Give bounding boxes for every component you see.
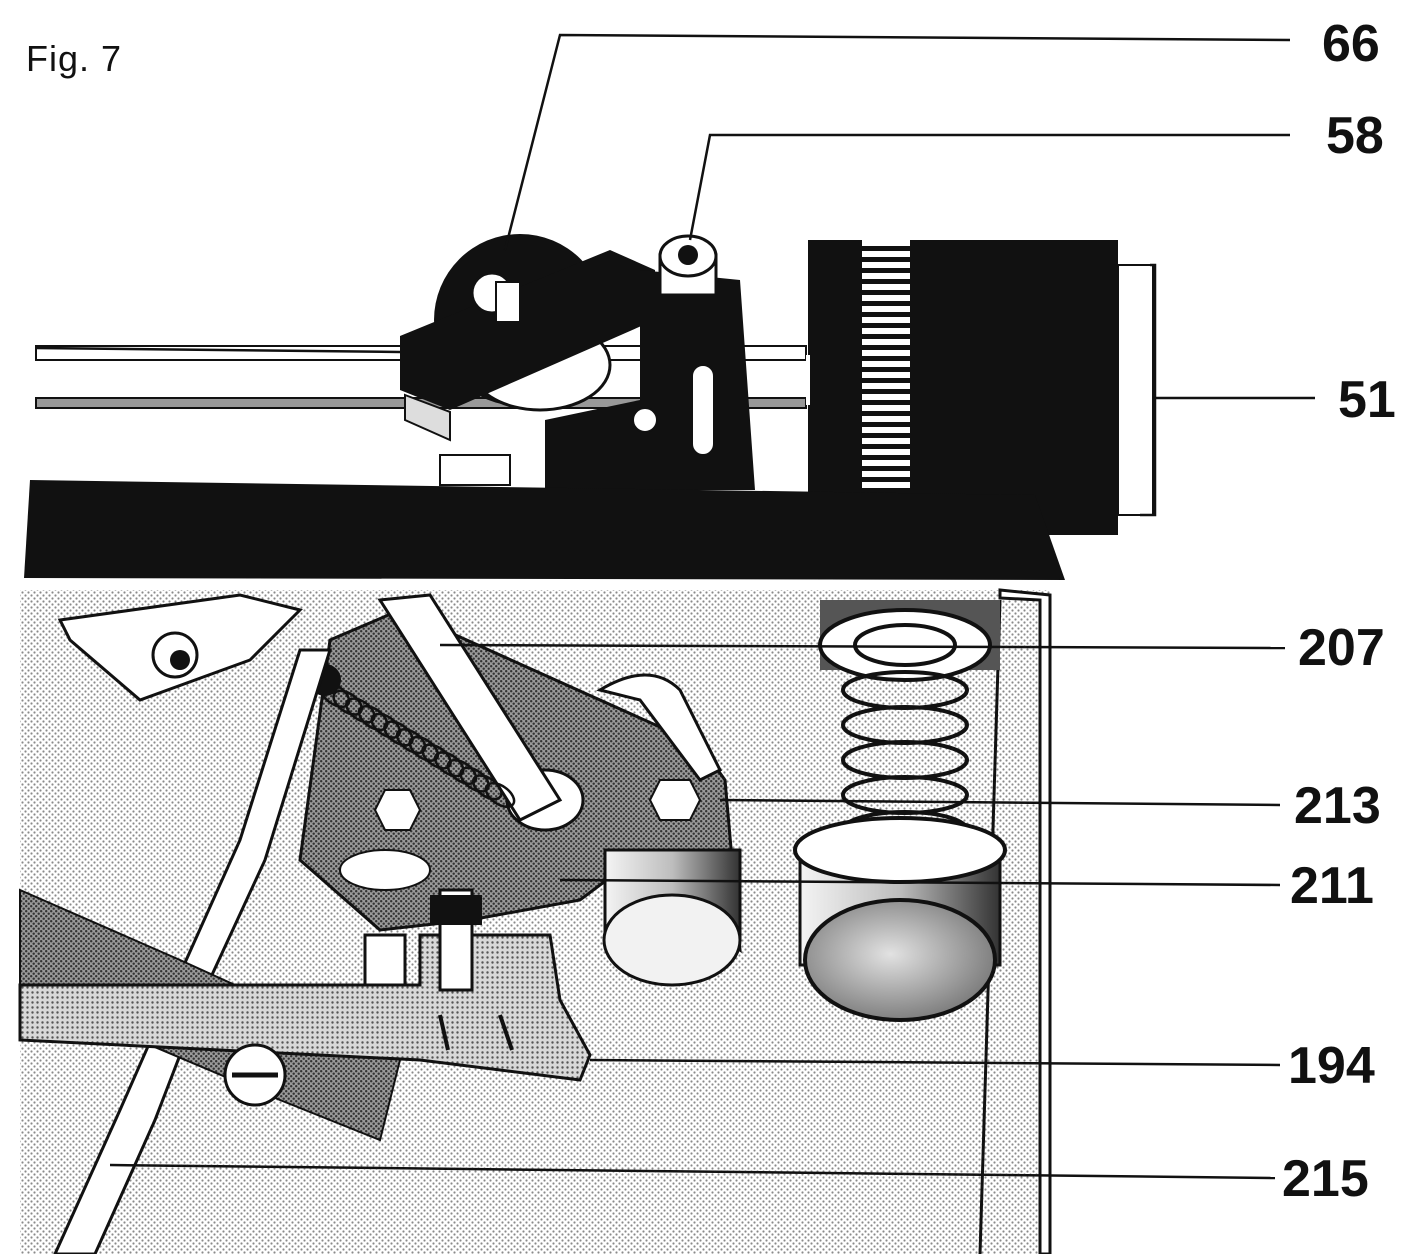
spring-coil bbox=[433, 751, 465, 778]
arm-slot bbox=[691, 364, 715, 456]
spring-coil bbox=[383, 720, 414, 747]
clamp-nut bbox=[439, 454, 511, 486]
knurl-stripe bbox=[862, 372, 910, 378]
spring-cup-rim bbox=[793, 816, 1007, 884]
knurl-stripe bbox=[862, 295, 910, 301]
knurl-stripe bbox=[862, 394, 910, 400]
diagonal-rod bbox=[377, 593, 563, 822]
base-plate-edge bbox=[24, 480, 1065, 580]
leader-194 bbox=[589, 1058, 1281, 1067]
leader-58 bbox=[688, 133, 1290, 241]
knurl-stripe bbox=[862, 449, 910, 455]
leader-211 bbox=[559, 878, 1281, 887]
upper-lever-pin bbox=[170, 650, 190, 670]
spring-coil bbox=[459, 766, 490, 793]
spring-coil bbox=[345, 697, 376, 724]
knurl-stripe bbox=[862, 438, 910, 444]
knurl-stripe bbox=[862, 251, 910, 257]
small-cylinder-face bbox=[602, 893, 742, 987]
spring-coil bbox=[370, 712, 402, 739]
tension-spring bbox=[319, 681, 516, 809]
callout-211: 211 bbox=[1290, 857, 1374, 915]
leader-51-bracket bbox=[1140, 263, 1157, 517]
bracket-foot bbox=[404, 393, 451, 442]
screw-shank bbox=[495, 281, 521, 323]
knurl-stripe bbox=[862, 284, 910, 290]
callout-58: 58 bbox=[1326, 107, 1384, 165]
knurl-stripe bbox=[862, 416, 910, 422]
callout-66: 66 bbox=[1322, 15, 1380, 73]
callout-207: 207 bbox=[1298, 619, 1385, 677]
leader-rod bbox=[35, 346, 401, 354]
hex-nut-left bbox=[373, 789, 422, 831]
drum-collar bbox=[1117, 264, 1154, 516]
drum-51 bbox=[808, 240, 1118, 535]
leader-lines bbox=[35, 33, 1315, 1180]
knurl-stripe bbox=[862, 471, 910, 477]
knurl-stripe bbox=[862, 240, 910, 246]
spring-coil bbox=[484, 781, 516, 809]
leader-66 bbox=[503, 33, 1291, 251]
callout-213: 213 bbox=[1294, 777, 1381, 835]
spring-cup-base bbox=[803, 898, 997, 1022]
callout-51: 51 bbox=[1338, 371, 1396, 429]
leader-215 bbox=[109, 1163, 1276, 1180]
knurl-stripe bbox=[862, 350, 910, 356]
drum-knurling bbox=[862, 240, 910, 488]
drum-edge bbox=[806, 355, 810, 405]
knurl-stripe bbox=[862, 460, 910, 466]
knurl-stripe bbox=[862, 306, 910, 312]
knurl-stripe bbox=[862, 383, 910, 389]
adjust-screw-head bbox=[430, 895, 482, 925]
callout-194: 194 bbox=[1288, 1037, 1375, 1095]
curved-slot bbox=[596, 673, 723, 782]
leader-207 bbox=[439, 643, 1286, 650]
bar-mark bbox=[498, 1014, 514, 1051]
leader-213 bbox=[719, 798, 1281, 807]
post bbox=[363, 933, 407, 987]
bracket-top bbox=[400, 250, 655, 410]
figure-title: Fig. 7 bbox=[26, 38, 123, 79]
hex-nut-213 bbox=[648, 779, 702, 821]
knurl-stripe bbox=[862, 482, 910, 488]
callout-215: 215 bbox=[1282, 1150, 1369, 1208]
spring-coil bbox=[357, 705, 389, 732]
lever-mechanism bbox=[18, 593, 1007, 1256]
knurl-stripe bbox=[862, 339, 910, 345]
spring-coil bbox=[395, 728, 427, 755]
knurl-stripe bbox=[862, 405, 910, 411]
plate-cutout bbox=[339, 849, 431, 891]
spring-inner-coil bbox=[853, 623, 957, 667]
spring-coil bbox=[446, 758, 478, 785]
spring-coil bbox=[421, 743, 452, 770]
spring-coil bbox=[332, 689, 364, 716]
arm-pivot bbox=[632, 407, 658, 433]
knurl-stripe bbox=[862, 262, 910, 268]
knurl-stripe bbox=[862, 273, 910, 279]
knurl-stripe bbox=[862, 361, 910, 367]
knurl-stripe bbox=[862, 328, 910, 334]
spring-coil bbox=[471, 774, 503, 801]
knurl-stripe bbox=[862, 317, 910, 323]
spring-coil bbox=[408, 735, 440, 762]
upper-assembly bbox=[35, 234, 1154, 535]
knurl-stripe bbox=[862, 427, 910, 433]
bar-mark bbox=[438, 1014, 450, 1051]
screw-58-socket bbox=[678, 245, 698, 265]
